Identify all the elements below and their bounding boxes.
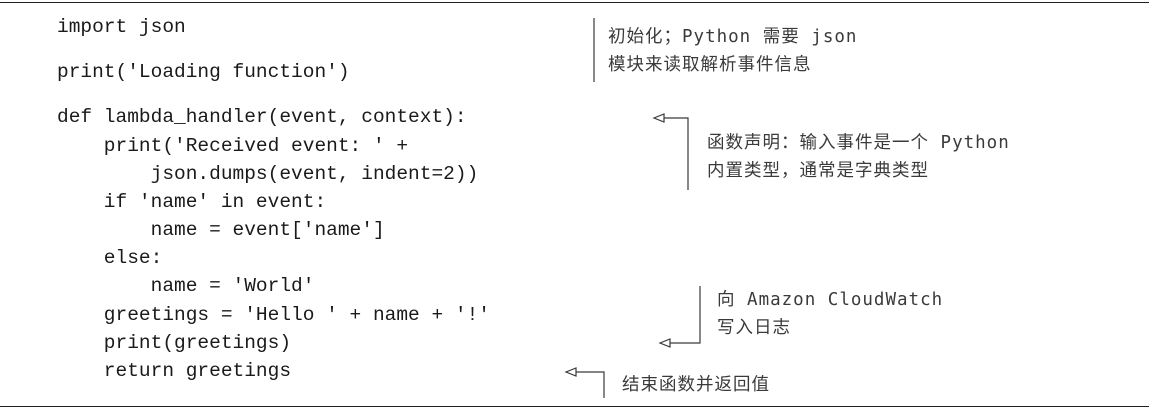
- code-line: else:: [57, 247, 163, 269]
- arrow-head-icon: [652, 113, 665, 123]
- code-line: greetings = 'Hello ' + name + '!': [57, 304, 490, 326]
- callout-bracket: [654, 117, 689, 190]
- code-line: return greetings: [57, 360, 292, 382]
- annotation-line: 写入日志: [717, 318, 791, 338]
- code-line: print('Loading function'): [57, 61, 350, 83]
- annotation-init: 初始化；Python 需要 json 模块来读取解析事件信息: [608, 23, 857, 79]
- annotation-function-declaration: 函数声明：输入事件是一个 Python 内置类型，通常是字典类型: [707, 129, 1010, 185]
- arrow-head-icon: [564, 367, 577, 377]
- annotation-return: 结束函数并返回值: [622, 371, 770, 399]
- code-line: print(greetings): [57, 332, 292, 354]
- top-rule: [0, 2, 1149, 3]
- annotation-cloudwatch-log: 向 Amazon CloudWatch 写入日志: [717, 286, 943, 342]
- code-line: name = 'World': [57, 275, 315, 297]
- annotation-line: 函数声明：输入事件是一个 Python: [707, 133, 1010, 153]
- annotation-line: 模块来读取解析事件信息: [608, 55, 812, 75]
- bottom-rule: [0, 406, 1149, 407]
- annotation-line: 初始化；Python 需要 json: [608, 27, 858, 47]
- annotation-line: 内置类型，通常是字典类型: [707, 161, 929, 181]
- code-line: if 'name' in event:: [57, 191, 327, 213]
- annotation-line: 向 Amazon CloudWatch: [717, 290, 944, 310]
- code-line: name = event['name']: [57, 219, 385, 241]
- code-line: print('Received event: ' +: [57, 135, 409, 157]
- annotation-line: 结束函数并返回值: [622, 375, 770, 395]
- code-line: json.dumps(event, indent=2)): [57, 163, 479, 185]
- arrow-head-icon: [658, 338, 671, 348]
- code-line: import json: [57, 16, 186, 38]
- code-listing: import json print('Loading function') de…: [57, 16, 490, 382]
- callout-bracket: [660, 286, 701, 344]
- callout-bracket: [566, 371, 605, 398]
- code-line: def lambda_handler(event, context):: [57, 106, 467, 128]
